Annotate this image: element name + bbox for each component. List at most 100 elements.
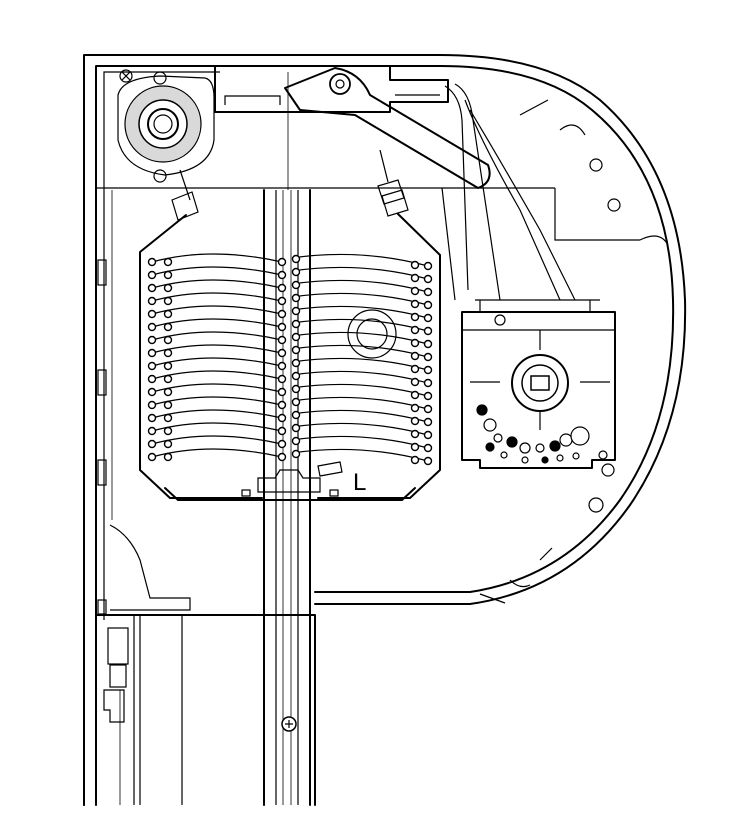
screw-icon xyxy=(119,69,133,83)
pin xyxy=(493,433,503,443)
pin xyxy=(559,433,573,447)
ladder-clip xyxy=(163,387,173,397)
ladder-clip xyxy=(410,455,420,465)
housing-outline xyxy=(83,54,687,806)
top-bracket xyxy=(214,65,449,113)
ladder-clip xyxy=(277,387,287,397)
ladder-clip xyxy=(163,374,173,384)
ladder-clip xyxy=(163,322,173,332)
ladder-clip xyxy=(147,348,157,358)
ladder-clip xyxy=(277,257,287,267)
ladder-clip xyxy=(291,306,301,316)
control-pins xyxy=(476,404,590,464)
ladder-clip xyxy=(291,293,301,303)
slat xyxy=(151,279,283,289)
ladder-clip xyxy=(147,374,157,384)
ladder-clip xyxy=(423,443,433,453)
ladder-clip xyxy=(410,377,420,387)
ladder-clip xyxy=(291,397,301,407)
guide-rail xyxy=(263,72,311,806)
ladder-clip xyxy=(277,309,287,319)
ladder-clip xyxy=(163,452,173,462)
ladder-clip xyxy=(277,400,287,410)
ladder-clip xyxy=(423,365,433,375)
ladder-clip xyxy=(410,429,420,439)
pin xyxy=(476,404,488,416)
ladder-clip xyxy=(423,261,433,271)
pin xyxy=(485,442,495,452)
cover-details xyxy=(479,99,669,604)
pin xyxy=(521,456,529,464)
pin xyxy=(549,440,561,452)
ladder-clip xyxy=(147,322,157,332)
ladder-clip xyxy=(291,436,301,446)
slat xyxy=(291,279,429,293)
slat xyxy=(151,292,283,302)
ladder-clip xyxy=(410,364,420,374)
ladder-clip xyxy=(291,267,301,277)
slat xyxy=(151,266,283,276)
ladder-clip xyxy=(291,449,301,459)
slat xyxy=(151,409,283,419)
ladder-clip xyxy=(410,273,420,283)
ladder-clip xyxy=(163,296,173,306)
ladder-clip xyxy=(163,426,173,436)
slat xyxy=(151,305,283,315)
slat xyxy=(291,435,429,449)
side-marker-label: L xyxy=(353,469,366,496)
slat xyxy=(151,422,283,432)
ladder-clip xyxy=(423,404,433,414)
ladder-clip xyxy=(291,345,301,355)
slat xyxy=(151,357,283,367)
ladder-clip xyxy=(163,439,173,449)
slat xyxy=(151,370,283,380)
slat xyxy=(291,266,429,280)
slat xyxy=(291,396,429,410)
ladder-clip xyxy=(410,325,420,335)
pin xyxy=(541,456,549,464)
ladder-clip xyxy=(291,254,301,264)
pin xyxy=(535,443,545,453)
ladder-clip xyxy=(163,270,173,280)
ladder-clip xyxy=(410,403,420,413)
tilt-arm xyxy=(284,67,491,189)
ladder-clip xyxy=(147,283,157,293)
ladder-clip xyxy=(423,456,433,466)
ladder-clip xyxy=(410,416,420,426)
ladder-clip xyxy=(163,400,173,410)
slat xyxy=(151,331,283,341)
ladder-clip xyxy=(277,270,287,280)
ladder-clip xyxy=(410,390,420,400)
slat xyxy=(151,344,283,354)
ladder-clip xyxy=(163,348,173,358)
slat xyxy=(291,370,429,384)
ladder-clip xyxy=(423,417,433,427)
ladder-clip xyxy=(423,430,433,440)
ladder-clip xyxy=(291,371,301,381)
ladder-clip xyxy=(291,423,301,433)
ladder-clip xyxy=(277,348,287,358)
pin xyxy=(506,436,518,448)
ladder-clip xyxy=(163,283,173,293)
pin xyxy=(500,451,508,459)
winding-axle xyxy=(117,71,215,183)
ladder-clip xyxy=(410,312,420,322)
left-wall-profile xyxy=(97,69,191,615)
ladder-clip xyxy=(410,260,420,270)
slat xyxy=(151,435,283,445)
ladder-clip xyxy=(291,384,301,394)
right-hanger xyxy=(317,149,441,499)
ladder-clip xyxy=(423,326,433,336)
slat xyxy=(151,448,283,458)
slat xyxy=(291,448,429,462)
ladder-clip xyxy=(163,413,173,423)
ladder-clip xyxy=(147,270,157,280)
ladder-clip xyxy=(410,351,420,361)
ladder-clip xyxy=(147,387,157,397)
ladder-clip xyxy=(163,335,173,345)
ladder-clip xyxy=(163,361,173,371)
ladder-clip xyxy=(423,391,433,401)
slat xyxy=(291,409,429,423)
pulley-wheel xyxy=(347,309,397,359)
slat xyxy=(291,292,429,306)
